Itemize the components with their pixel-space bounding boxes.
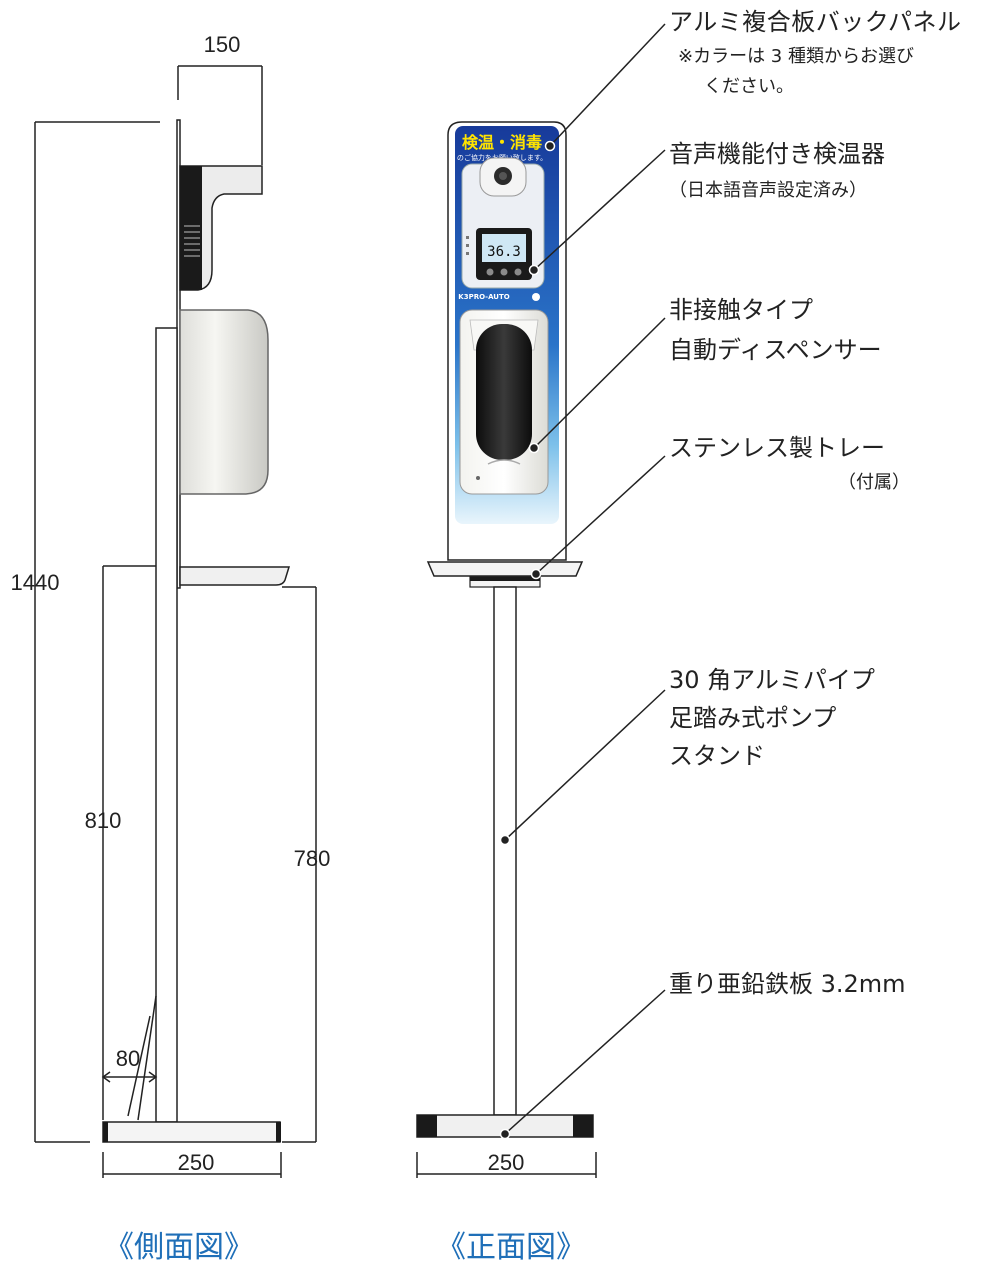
- base-annotation-title: 重り亜鉛鉄板 3.2mm: [669, 970, 906, 998]
- side-dispenser: [179, 309, 269, 495]
- panel-brand: K3PRO-AUTO: [458, 293, 509, 301]
- panel-annotation-title: アルミ複合板バックパネル: [669, 8, 962, 36]
- dim-tray-height: [102, 565, 158, 1120]
- panel-annotation-note-1: ※カラーは 3 種類からお選び: [678, 46, 914, 67]
- dim-base-offset: [101, 1071, 158, 1083]
- dim-text-total-height: 1440: [11, 570, 60, 595]
- thermometer-annotation-title: 音声機能付き検温器: [669, 140, 885, 168]
- front-tray: [426, 561, 584, 577]
- dispenser-annotation-line2: 自動ディスペンサー: [669, 336, 882, 364]
- dim-stand-height: [282, 586, 317, 1143]
- side-pipe: [155, 327, 178, 1123]
- front-view: 検温・消毒 のご協力をお願い致します。 36.3 K3PRO-AUTO: [416, 121, 597, 1178]
- dim-text-stand-height: 780: [294, 846, 331, 871]
- caption-front-view: 《正面図》: [436, 1230, 586, 1265]
- panel-headline: 検温・消毒: [462, 133, 542, 152]
- panel-annotation-note-2: ください。: [704, 76, 794, 97]
- tray-annotation-note: （付属）: [838, 472, 910, 493]
- dim-text-tray-height: 810: [85, 808, 122, 833]
- thermometer-annotation-note: （日本語音声設定済み）: [669, 180, 867, 201]
- front-pipe: [493, 586, 517, 1116]
- dim-text-front-base-width: 250: [488, 1150, 525, 1175]
- side-base-plate: [102, 1121, 281, 1143]
- front-thermometer: [461, 157, 545, 289]
- side-foot-pump: [127, 995, 157, 1121]
- stand-annotation-line3: スタンド: [669, 742, 765, 770]
- dim-text-top-depth: 150: [204, 32, 241, 57]
- dim-total-height: [34, 121, 160, 1143]
- dim-text-base-offset: 80: [116, 1046, 140, 1071]
- thermometer-display: 36.3: [487, 244, 521, 260]
- stand-annotation-line1: 30 角アルミパイプ: [669, 666, 875, 694]
- front-dispenser: [459, 309, 549, 495]
- dim-text-side-base-width: 250: [178, 1150, 215, 1175]
- caption-side-view: 《側面図》: [104, 1230, 254, 1265]
- dim-top-depth: [177, 65, 263, 165]
- dim-front-base-width: [416, 1152, 597, 1178]
- tray-annotation-title: ステンレス製トレー: [669, 434, 885, 462]
- side-view: [34, 65, 317, 1178]
- dispenser-annotation-line1: 非接触タイプ: [669, 296, 813, 324]
- leader-lines: [499, 23, 666, 1140]
- stand-annotation-line2: 足踏み式ポンプ: [669, 704, 837, 732]
- panel-dot: [532, 293, 540, 301]
- side-thermometer: [179, 165, 263, 291]
- side-tray: [179, 566, 291, 586]
- front-base-plate: [416, 1114, 594, 1138]
- dim-side-base-width: [102, 1152, 282, 1178]
